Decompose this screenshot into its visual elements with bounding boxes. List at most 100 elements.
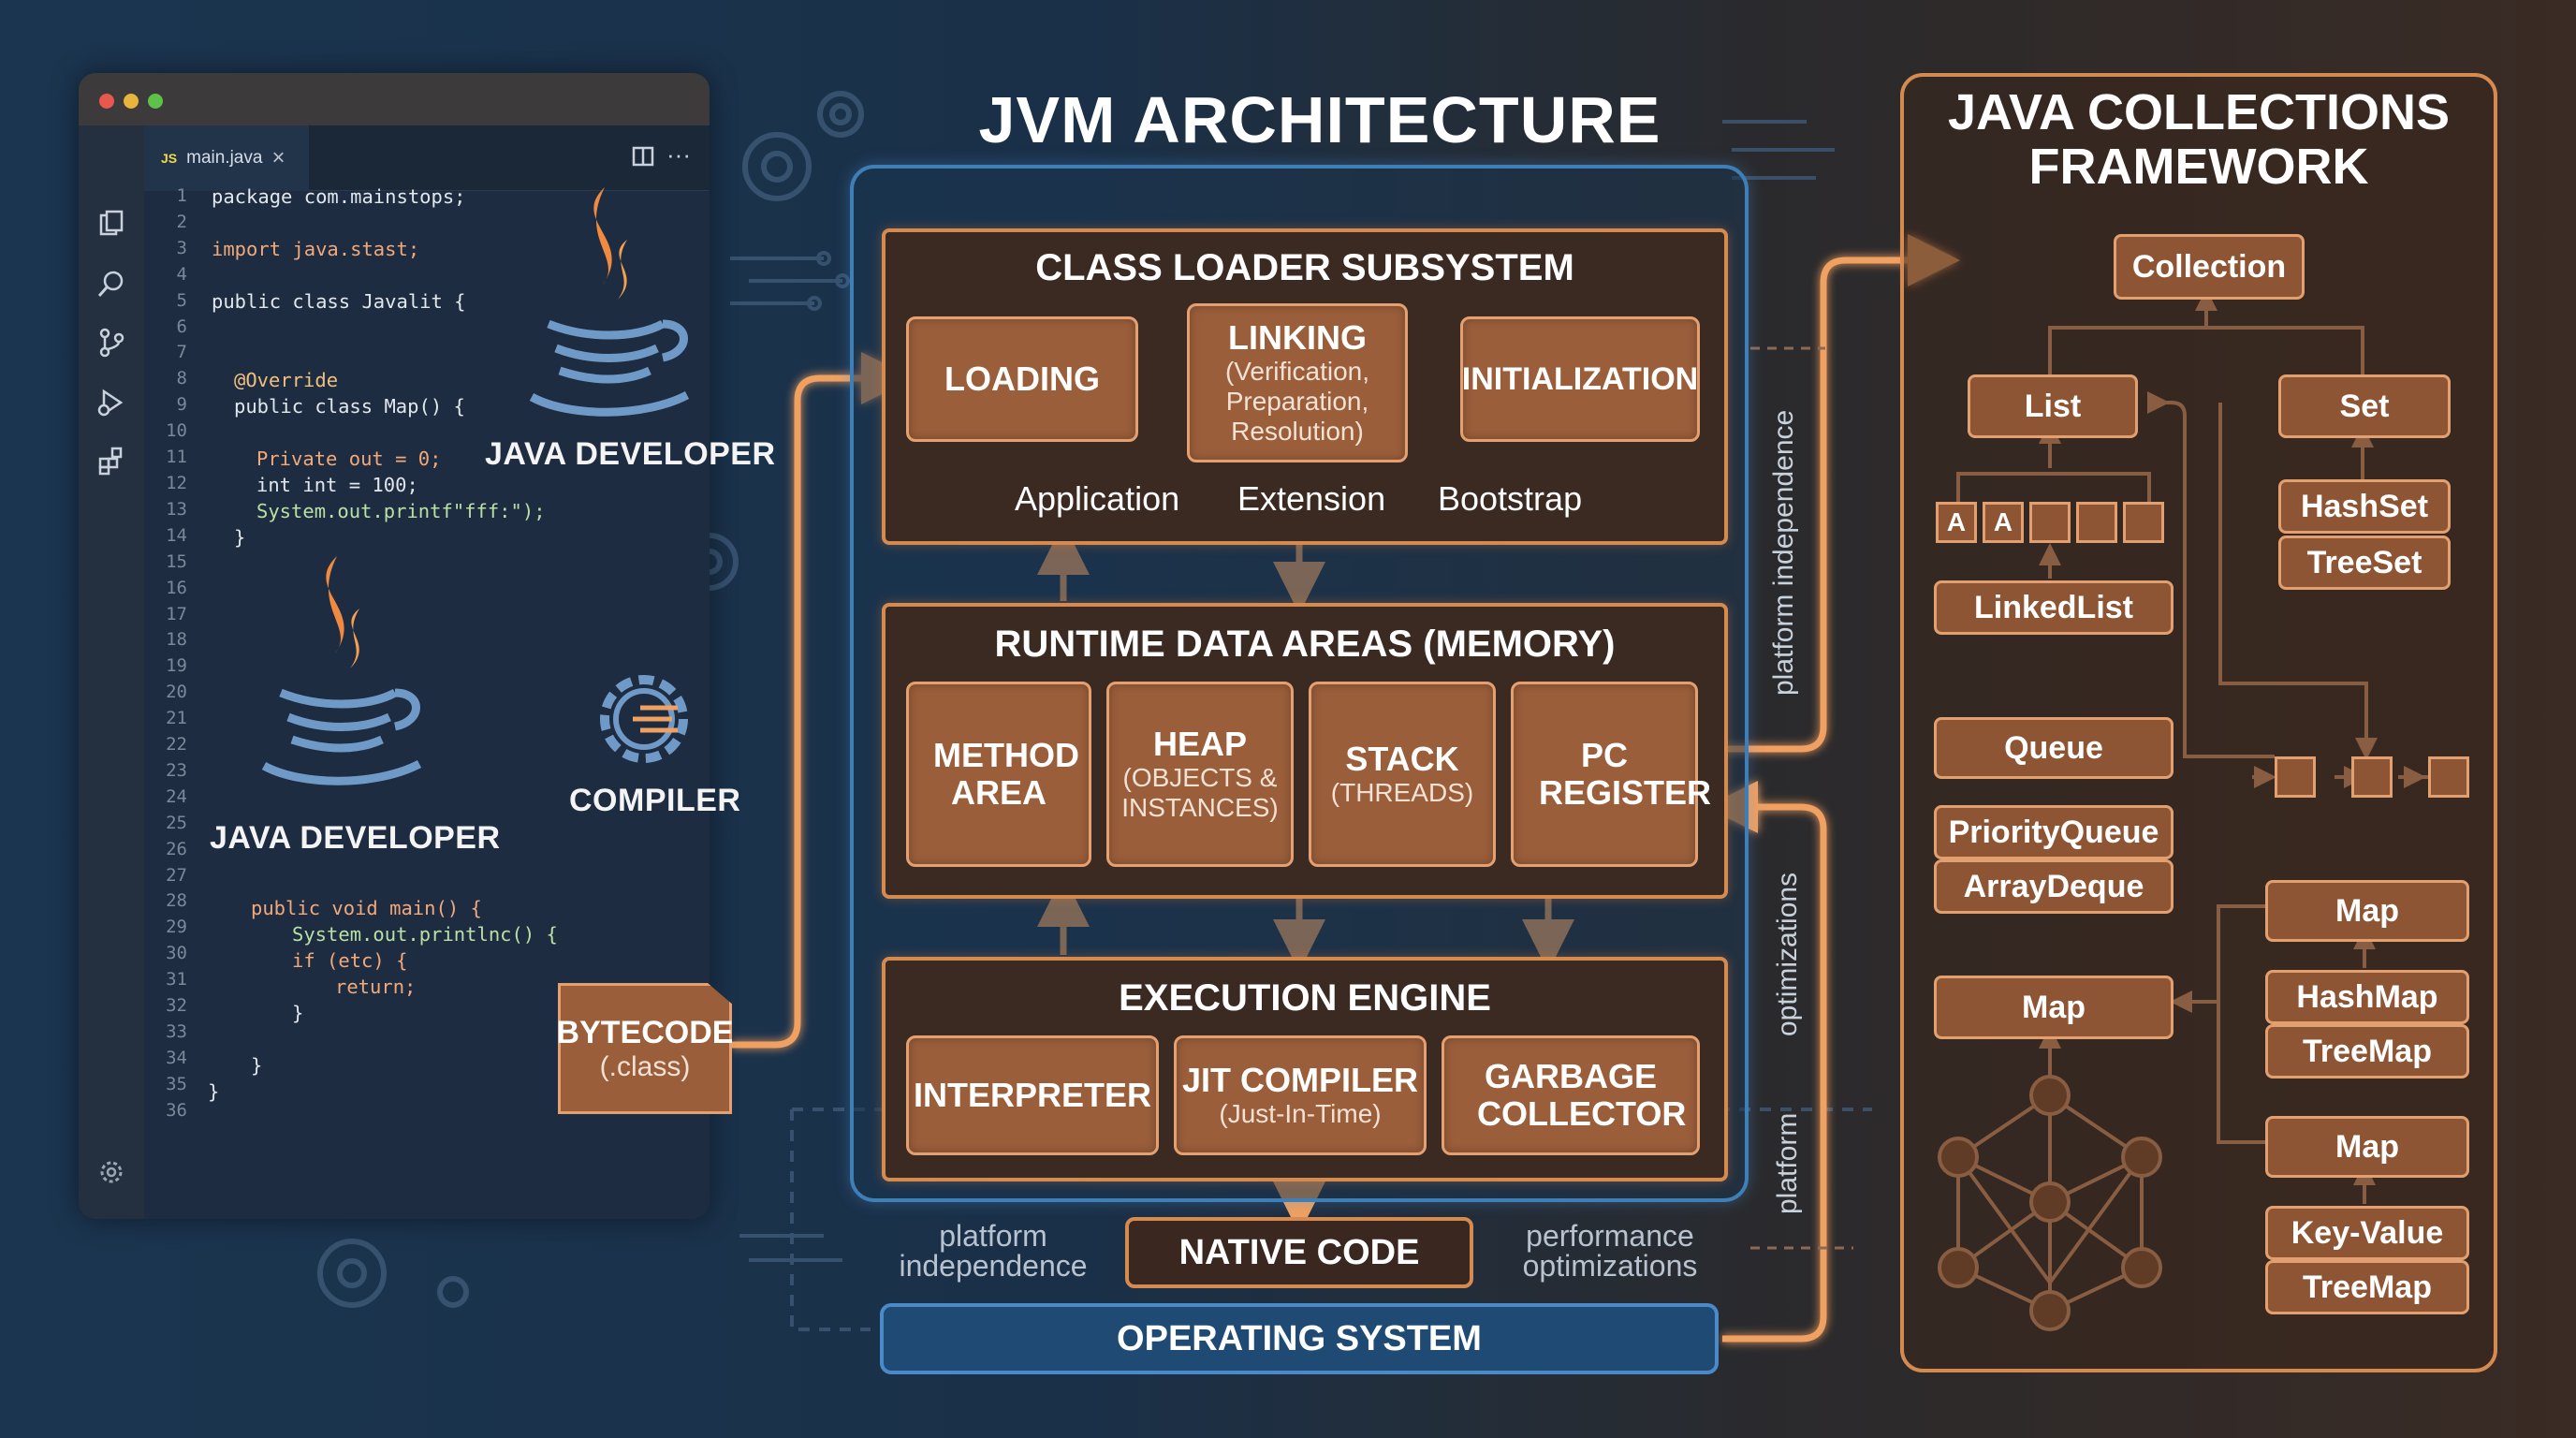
runtime-title: RUNTIME DATA AREAS (MEMORY) (994, 624, 1616, 665)
code-line[interactable]: public class Javalit { (212, 290, 466, 313)
bytecode-file[interactable]: BYTECODE (.class) (558, 983, 732, 1114)
line-number: 10 (166, 420, 187, 442)
line-number: 22 (166, 734, 187, 756)
line-number: 19 (166, 655, 187, 677)
search-icon[interactable] (95, 268, 128, 301)
bytecode-subtitle: (.class) (599, 1050, 691, 1082)
hashmap-node[interactable]: HashMap (2265, 970, 2469, 1024)
window-minimize-dot[interactable] (124, 94, 139, 109)
code-line[interactable]: @Override (234, 369, 339, 391)
line-number: 24 (166, 785, 187, 807)
code-line[interactable]: public void main() { (251, 897, 482, 919)
native-code-box[interactable]: NATIVE CODE (1125, 1217, 1473, 1288)
code-line[interactable]: public class Map() { (234, 395, 465, 418)
pc-register-box[interactable]: PC REGISTER (1511, 682, 1711, 867)
git-icon[interactable] (95, 326, 128, 360)
code-line[interactable]: package com.mainstops; (212, 185, 466, 208)
activity-bar (79, 125, 144, 1219)
line-number: 9 (176, 394, 187, 416)
chain-application: Application (1015, 479, 1180, 518)
list-node[interactable]: List (1968, 374, 2138, 438)
line-number: 6 (176, 315, 187, 337)
platform-independence-vertical: platform independence (1768, 409, 1799, 696)
line-number: 32 (166, 995, 187, 1017)
treeset-node[interactable]: TreeSet (2278, 536, 2451, 590)
heap-label: HEAP (1152, 724, 1248, 763)
line-number: 23 (166, 759, 187, 781)
map-node[interactable]: Map (2265, 1116, 2469, 1178)
priorityqueue-node[interactable]: PriorityQueue (1934, 805, 2174, 859)
heap-sublabel: (OBJECTS & INSTANCES) (1121, 762, 1279, 823)
line-number: 8 (176, 368, 187, 389)
java-logo-icon (529, 187, 690, 417)
hashset-node[interactable]: HashSet (2278, 479, 2451, 534)
initialization-box[interactable]: INITIALIZATION (1460, 316, 1700, 442)
editor-tab-bar: JS main.java × ··· (144, 125, 710, 191)
heap-box[interactable]: HEAP (OBJECTS & INSTANCES) (1106, 682, 1294, 867)
map-node[interactable]: Map (1934, 976, 2174, 1039)
code-line[interactable]: return; (335, 976, 417, 998)
debug-icon[interactable] (95, 386, 128, 419)
tab-label: main.java (186, 148, 263, 168)
performance-optimizations-note: performance optimizations (1522, 1219, 1698, 1283)
window-maximize-dot[interactable] (148, 94, 163, 109)
line-number: 14 (166, 524, 187, 546)
method-area-label: METHOD AREA (933, 735, 1079, 812)
files-icon[interactable] (95, 208, 128, 242)
collections-title: JAVA COLLECTIONS FRAMEWORK (1947, 84, 2451, 195)
code-line[interactable]: Private out = 0; (256, 448, 442, 470)
code-line[interactable]: int int = 100; (256, 474, 418, 496)
code-line[interactable]: } (208, 1080, 220, 1103)
key-value-node[interactable]: Key-Value (2265, 1206, 2469, 1260)
treemap-node[interactable]: TreeMap (2265, 1260, 2469, 1314)
line-number: 31 (166, 969, 187, 990)
treemap-node[interactable]: TreeMap (2265, 1024, 2469, 1078)
code-line[interactable]: System.out.printf"fff:"); (256, 500, 546, 522)
code-line[interactable]: import java.stast; (212, 238, 420, 260)
window-close-dot[interactable] (99, 94, 114, 109)
interpreter-label: INTERPRETER (913, 1075, 1152, 1114)
loading-box[interactable]: LOADING (906, 316, 1138, 442)
set-node[interactable]: Set (2278, 374, 2451, 438)
list-cell: A (1983, 502, 2024, 543)
stack-label: STACK (1345, 739, 1459, 778)
line-number: 35 (166, 1073, 187, 1094)
code-line[interactable]: if (etc) { (292, 949, 408, 972)
code-line[interactable]: } (234, 526, 246, 549)
tab-main-java[interactable]: JS main.java × (144, 125, 309, 191)
queue-node[interactable]: Queue (1934, 717, 2174, 779)
close-icon[interactable]: × (271, 145, 285, 170)
line-number: 13 (166, 498, 187, 520)
operating-system-box[interactable]: OPERATING SYSTEM (880, 1303, 1719, 1374)
jit-sublabel: (Just-In-Time) (1219, 1099, 1382, 1129)
code-line[interactable]: System.out.printlnc() { (292, 923, 558, 946)
gc-label: GARBAGE COLLECTOR (1477, 1056, 1687, 1133)
garbage-collector-box[interactable]: GARBAGE COLLECTOR (1442, 1035, 1700, 1155)
arraydeque-node[interactable]: ArrayDeque (1934, 859, 2174, 914)
split-editor-icon[interactable] (631, 144, 655, 169)
jit-compiler-box[interactable]: JIT COMPILER (Just-In-Time) (1174, 1035, 1427, 1155)
optimizations-vertical: optimizations (1772, 872, 1803, 1036)
line-number: 29 (166, 917, 187, 938)
list-cell (2029, 502, 2071, 543)
linking-box[interactable]: LINKING (Verification, Preparation, Reso… (1187, 303, 1408, 462)
code-line[interactable]: } (251, 1054, 263, 1077)
interpreter-box[interactable]: INTERPRETER (906, 1035, 1159, 1155)
queue-cell (2275, 756, 2316, 798)
map-node[interactable]: Map (2265, 880, 2469, 942)
stack-sublabel: (THREADS) (1330, 778, 1474, 808)
editor-titlebar (79, 73, 710, 125)
collection-node[interactable]: Collection (2114, 234, 2305, 300)
extensions-icon[interactable] (95, 444, 128, 477)
stack-box[interactable]: STACK (THREADS) (1309, 682, 1496, 867)
code-editor-window: JS main.java × ··· (79, 73, 710, 1219)
more-icon[interactable]: ··· (666, 140, 691, 169)
settings-gear-icon[interactable] (95, 1155, 128, 1189)
line-number: 7 (176, 342, 187, 363)
java-developer-label: JAVA DEVELOPER (485, 436, 776, 472)
code-line[interactable]: } (292, 1002, 304, 1024)
linkedlist-node[interactable]: LinkedList (1934, 580, 2174, 635)
method-area-box[interactable]: METHOD AREA (906, 682, 1091, 867)
java-logo-icon (261, 556, 422, 785)
